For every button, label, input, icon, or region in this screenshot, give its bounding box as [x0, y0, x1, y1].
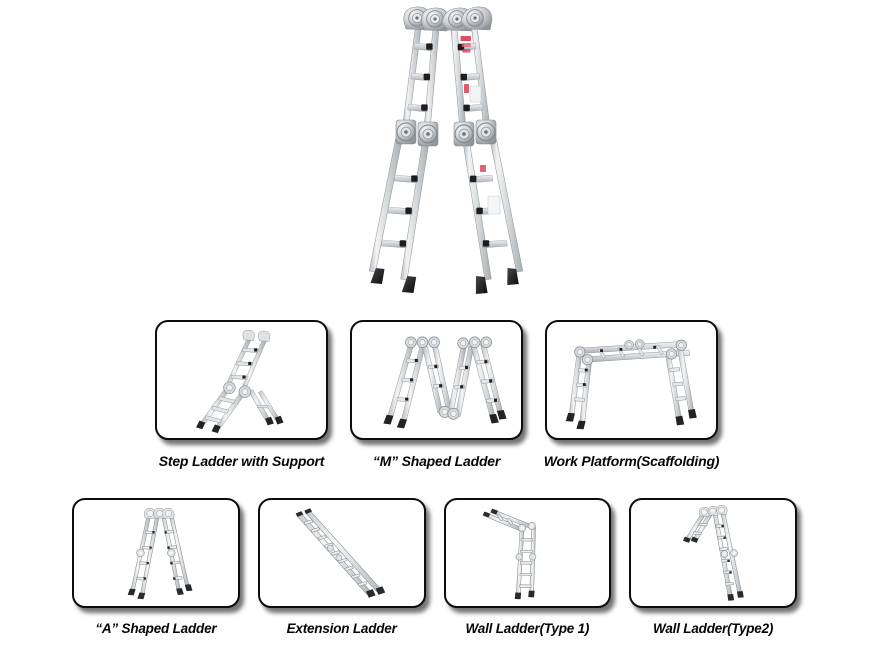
ladder-feet	[365, 586, 385, 598]
panel-frame[interactable]	[443, 498, 612, 608]
panel-frame[interactable]	[257, 498, 426, 608]
panel-caption: Step Ladder with Support	[158, 453, 325, 469]
hinge-cluster-top	[699, 505, 728, 517]
ladder-foot	[370, 268, 417, 293]
rating-label-sticker	[480, 165, 501, 215]
hinge-cluster	[223, 381, 252, 398]
panel-wall-ladder-type-2[interactable]: Wall Ladder(Type2)	[629, 498, 797, 636]
panel-frame[interactable]	[629, 498, 797, 608]
m-shaped-ladder-icon	[383, 336, 507, 429]
panel-caption: Wall Ladder(Type2)	[653, 621, 774, 636]
ladder-feet	[196, 415, 284, 434]
ladder-hinge-middle-right	[475, 119, 497, 145]
panel-a-shaped-ladder[interactable]: “A” Shaped Ladder	[72, 498, 240, 636]
ladder-left-assembly	[368, 6, 450, 293]
configurations-row-2: “A” Shaped Ladder	[72, 498, 797, 636]
hinge-cluster-valley	[438, 405, 460, 420]
work-platform-scaffolding-icon	[565, 339, 697, 430]
hinge-cluster-middle	[720, 549, 739, 558]
ladder-hinge-middle-left	[395, 119, 417, 145]
extension-ladder-icon	[295, 508, 385, 598]
hinge-cluster-top	[405, 336, 493, 350]
panel-caption: “M” Shaped Ladder	[372, 453, 501, 469]
ladder-right-assembly	[441, 6, 524, 294]
a-shaped-ladder-icon	[127, 507, 193, 600]
ladder-feet	[683, 536, 744, 601]
hinge-cluster-top	[143, 507, 175, 519]
panel-caption: Wall Ladder(Type 1)	[465, 621, 590, 636]
ladder-hinge-middle-right-inner	[453, 121, 475, 147]
ladder-feet	[514, 590, 535, 600]
panel-caption: Work Platform(Scaffolding)	[543, 453, 720, 469]
panel-work-platform-scaffolding[interactable]: Work Platform(Scaffolding)	[543, 320, 720, 469]
step-ladder-with-support-icon	[196, 329, 284, 434]
hinge-cluster	[515, 522, 536, 561]
hinge-cluster	[326, 544, 343, 562]
panel-m-shaped-ladder[interactable]: “M” Shaped Ladder	[350, 320, 523, 469]
wall-ladder-type-1-icon	[482, 508, 536, 600]
hinge-cluster	[574, 339, 687, 366]
panel-extension-ladder[interactable]: Extension Ladder	[257, 498, 426, 636]
ladder-top-caps	[482, 508, 498, 518]
ladder-feet	[565, 409, 697, 430]
panel-frame[interactable]	[155, 320, 328, 440]
ladder-foot	[475, 268, 519, 294]
ladder-top-caps	[295, 508, 312, 517]
panel-caption: “A” Shaped Ladder	[95, 621, 217, 636]
hero-ladder-figure	[330, 0, 570, 310]
ladder-hinge-middle-left-inner	[417, 121, 439, 147]
panel-wall-ladder-type-1[interactable]: Wall Ladder(Type 1)	[443, 498, 612, 636]
ladder-hinge-top-right	[460, 6, 493, 31]
panel-frame[interactable]	[350, 320, 523, 440]
ladder-hinge-top-left-inner	[421, 7, 450, 32]
spec-label-sticker	[469, 85, 482, 103]
wall-ladder-type-2-icon	[683, 505, 744, 601]
hinge-cluster-middle	[136, 548, 176, 558]
panel-frame[interactable]	[545, 320, 718, 440]
panel-frame[interactable]	[72, 498, 240, 608]
warning-label-sticker	[460, 36, 471, 93]
panel-step-ladder-with-support[interactable]: Step Ladder with Support	[155, 320, 328, 469]
panel-caption: Extension Ladder	[286, 621, 397, 636]
ladder-feet	[383, 409, 507, 429]
ladder-feet	[127, 584, 193, 600]
configurations-row-1: Step Ladder with Support	[155, 320, 720, 469]
hero-ladder-svg	[368, 6, 524, 294]
